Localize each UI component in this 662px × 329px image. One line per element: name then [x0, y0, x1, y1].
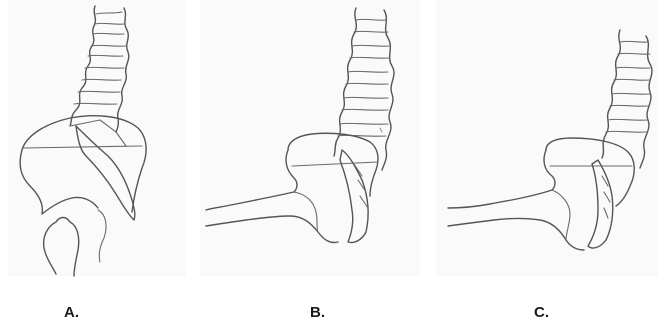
- panel-a-label: A.: [64, 304, 79, 321]
- panel-c-label: C.: [534, 304, 549, 321]
- panel-a-background: [8, 0, 186, 276]
- panel-b-background: [200, 0, 420, 276]
- panel-b-label: B.: [310, 304, 325, 321]
